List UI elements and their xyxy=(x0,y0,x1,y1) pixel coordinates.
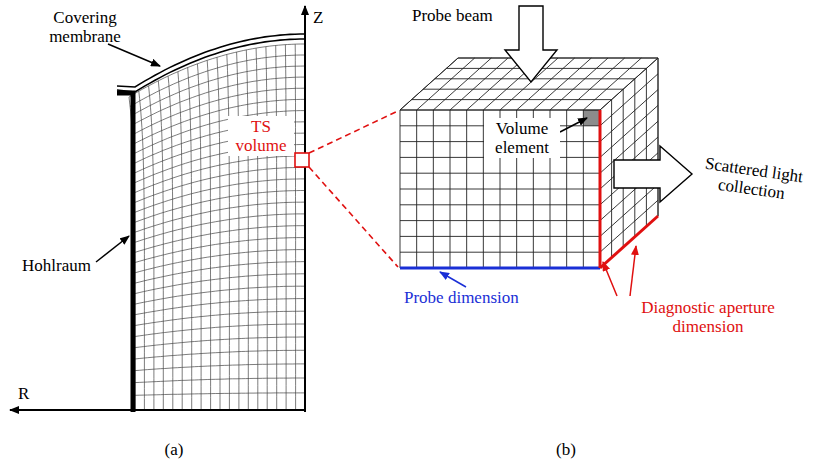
z-axis xyxy=(304,6,306,412)
grid-line xyxy=(412,99,612,100)
grid-line xyxy=(400,58,458,110)
grid-line xyxy=(130,55,305,106)
grid-line xyxy=(433,58,491,110)
grid-line xyxy=(135,202,305,232)
grid-line xyxy=(599,110,602,268)
panel-caption: (b) xyxy=(546,440,586,459)
grid-line xyxy=(135,393,305,395)
panel-caption: (a) xyxy=(154,440,194,459)
grid-line xyxy=(400,220,600,221)
grid-line xyxy=(400,189,600,190)
region-label: TS volume xyxy=(228,116,294,156)
grid-line xyxy=(600,200,658,252)
r-axis xyxy=(10,409,306,411)
grid-line xyxy=(550,58,608,110)
grid-line xyxy=(135,286,305,304)
grid-line xyxy=(135,350,305,359)
part-label: Covering membrane xyxy=(40,8,130,46)
grid-line xyxy=(400,110,600,111)
covering-membrane xyxy=(117,34,305,92)
dimension-label: Diagnostic aperture dimension xyxy=(628,298,788,336)
grid-line xyxy=(266,47,267,410)
grid-line xyxy=(135,364,305,371)
zoom-line xyxy=(309,167,398,267)
grid-line xyxy=(400,110,600,111)
grid-line xyxy=(129,44,305,97)
grid-line xyxy=(135,179,305,213)
grid-line xyxy=(600,58,658,110)
grid-line xyxy=(435,78,635,79)
grid-line xyxy=(611,100,612,258)
grid-line xyxy=(135,262,305,284)
grid-line xyxy=(135,238,305,263)
grid-line xyxy=(135,156,306,193)
part-label: Hohlraum xyxy=(22,256,102,275)
leader-line xyxy=(108,44,160,66)
grid-line xyxy=(600,184,658,236)
grid-line xyxy=(458,58,658,59)
dimension-label: Probe dimension xyxy=(404,288,544,307)
grid-line xyxy=(135,324,305,337)
grid-line xyxy=(135,311,305,325)
grid-line xyxy=(135,191,305,223)
grid-line xyxy=(600,58,658,110)
grid-line xyxy=(634,79,635,237)
axis-label: R xyxy=(18,384,38,403)
leader-line xyxy=(603,262,617,296)
leader-line xyxy=(630,246,636,296)
leader-line xyxy=(560,118,587,132)
beam-label: Scattered light collection xyxy=(689,152,817,207)
grid-line xyxy=(423,89,623,90)
grid-line xyxy=(467,58,525,110)
grid-line xyxy=(400,268,600,269)
grid-line xyxy=(237,52,239,410)
grid-line xyxy=(450,58,508,110)
ts-volume-box xyxy=(295,153,309,167)
leader-line xyxy=(96,236,129,262)
grid-line xyxy=(600,105,658,157)
grid-line xyxy=(583,58,641,110)
grid-line xyxy=(135,167,305,202)
grid-line xyxy=(400,252,600,253)
grid-line xyxy=(600,110,601,268)
grid-line xyxy=(446,68,646,69)
grid-line xyxy=(135,226,305,253)
grid-line xyxy=(600,216,658,268)
grid-line xyxy=(658,58,659,216)
grid-line xyxy=(600,90,658,142)
grid-line xyxy=(135,299,305,315)
grid-line xyxy=(417,58,475,110)
grid-line xyxy=(256,48,258,410)
grid-line xyxy=(295,44,296,410)
grid-line xyxy=(276,46,277,411)
hohlraum-wall xyxy=(117,93,133,412)
grid-line xyxy=(135,274,305,294)
beam-label: Probe beam xyxy=(412,6,504,25)
grid-line xyxy=(135,378,305,383)
grid-line xyxy=(285,45,287,410)
grid-line xyxy=(646,68,647,226)
grid-line xyxy=(135,214,305,242)
part-label: Volume element xyxy=(484,118,560,158)
grid-line xyxy=(567,58,625,110)
grid-line xyxy=(135,250,305,273)
leader-line xyxy=(440,272,466,287)
grid-line xyxy=(400,267,600,270)
axis-label: Z xyxy=(313,8,333,27)
grid-line xyxy=(400,204,600,205)
grid-line xyxy=(246,50,248,410)
zoom-line xyxy=(309,111,398,153)
grid-line xyxy=(400,173,600,174)
grid-line xyxy=(400,236,600,237)
mesh-grid xyxy=(129,44,305,410)
grid-line xyxy=(600,110,601,268)
probe-beam-arrow xyxy=(505,6,557,82)
scatter-arrow xyxy=(614,146,692,202)
grid-line xyxy=(600,216,658,268)
grid-line xyxy=(135,337,305,348)
